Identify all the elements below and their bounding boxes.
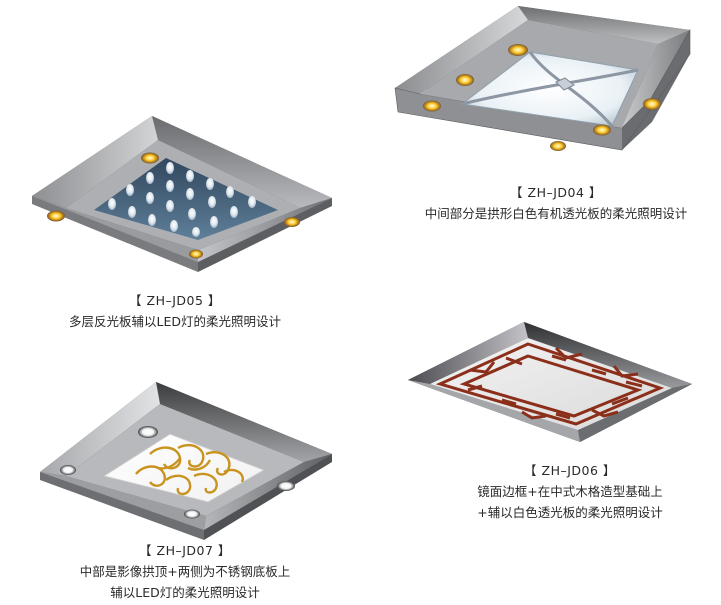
downlight-icons: [60, 426, 295, 519]
caption-jd06: 【 ZH–JD06 】 镜面边框+在中式木格造型基础上 +辅以白色透光板的柔光照…: [420, 460, 720, 523]
product-description: 中部是影像拱顶+两侧为不锈钢底板上: [79, 564, 291, 579]
product-description-line2: +辅以白色透光板的柔光照明设计: [477, 505, 663, 520]
caption-jd07: 【 ZH–JD07 】 中部是影像拱顶+两侧为不锈钢底板上 辅以LED灯的柔光照…: [30, 540, 340, 603]
product-code: 【 ZH–JD06 】: [524, 463, 616, 478]
downlight-icons: [423, 44, 661, 151]
product-description: 多层反光板辅以LED灯的柔光照明设计: [69, 314, 281, 329]
product-description-line2: 辅以LED灯的柔光照明设计: [110, 585, 260, 600]
product-image-jd04: [390, 0, 710, 160]
product-code: 【 ZH–JD05 】: [129, 293, 221, 308]
caption-jd05: 【 ZH–JD05 】 多层反光板辅以LED灯的柔光照明设计: [0, 290, 350, 332]
product-code: 【 ZH–JD04 】: [510, 185, 602, 200]
caption-jd04: 【 ZH–JD04 】 中间部分是拱形白色有机透光板的柔光照明设计: [392, 182, 720, 224]
product-image-jd06: [406, 318, 696, 450]
product-image-jd07: [38, 380, 338, 540]
product-description: 镜面边框+在中式木格造型基础上: [477, 484, 663, 499]
product-image-jd05: [30, 112, 340, 272]
product-description: 中间部分是拱形白色有机透光板的柔光照明设计: [424, 206, 688, 221]
product-code: 【 ZH–JD07 】: [139, 543, 231, 558]
downlight-icons: [47, 152, 300, 259]
